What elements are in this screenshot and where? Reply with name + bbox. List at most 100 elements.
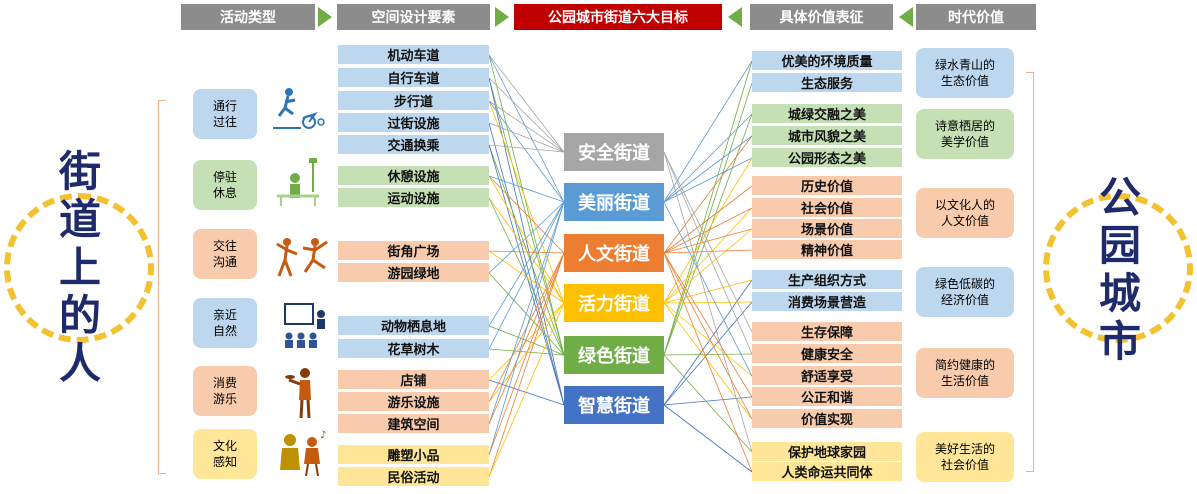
connection-line [663,302,753,377]
activity-block: 停驻休息 [193,160,257,210]
connection-line [488,325,565,356]
goal-block: 安全街道 [564,133,664,171]
connection-line [488,77,565,356]
design-element: 花草树木 [338,339,489,358]
music-couple-icon: ♪ [276,428,330,478]
connection-line [663,396,753,406]
era-value-block: 以文化人的人文价值 [916,188,1014,238]
value-item: 舒适享受 [752,366,902,385]
activity-line: 消费 [212,376,237,390]
era-value-line: 生活价值 [940,374,989,388]
era-value-line: 生态价值 [940,74,989,88]
connection-line [488,302,565,403]
connection-line [488,175,565,203]
connection-line [663,151,753,333]
value-item: 保护地球家园 [752,442,902,461]
header-value-expression: 具体价值表征 [750,4,893,30]
connection-line [488,201,565,456]
header-space-design: 空间设计要素 [337,4,490,30]
goal-block: 人文街道 [564,234,664,272]
design-element: 街角广场 [338,241,489,260]
era-value-line: 经济价值 [940,293,989,307]
svg-text:♪: ♪ [320,430,326,441]
connection-line [488,77,565,153]
left-title-char: 道 [58,195,101,244]
connection-line [488,250,565,304]
design-element: 民俗活动 [338,467,489,486]
activity-line: 过往 [212,115,237,129]
design-element: 动物栖息地 [338,316,489,335]
connection-line [488,100,565,203]
era-value-line: 简约健康的 [934,358,995,372]
era-value-block: 简约健康的生活价值 [916,348,1014,398]
era-value-block: 诗意栖居的美学价值 [916,109,1014,159]
arrow-right-icon [495,7,509,27]
design-element: 交通换乘 [338,135,489,154]
value-item: 历史价值 [752,176,902,195]
connection-line [663,228,753,304]
arrow-left-icon [899,7,913,27]
right-title: 公 园 城 市 [1090,174,1150,366]
value-item: 精神价值 [752,240,902,259]
era-value-line: 社会价值 [940,458,989,472]
cyclist-icon [271,86,325,132]
connection-line [488,201,565,327]
activity-block: 通行过往 [193,89,257,139]
connection-line [663,185,753,254]
era-value-line: 诗意栖居的 [934,119,995,133]
right-title-char: 园 [1098,221,1141,270]
audience-board-icon [281,300,331,350]
connection-line [663,302,753,420]
value-item: 公园形态之美 [752,148,902,167]
connection-line [488,252,565,456]
era-value-line: 以文化人的 [934,198,995,212]
activity-line: 游乐 [212,392,237,406]
connection-line [488,302,565,381]
connection-line [488,250,565,254]
connection-line [663,252,753,398]
design-element: 店铺 [338,370,489,389]
left-title-char: 街 [58,147,101,196]
activity-block: 交往沟通 [193,229,257,279]
connection-line [488,201,565,274]
goal-block: 活力街道 [564,284,664,322]
connection-line [663,353,753,356]
connection-line [663,279,753,304]
activity-line: 通行 [212,99,237,113]
connection-line [663,157,753,203]
waiter-icon [285,366,321,420]
era-value-block: 美好生活的社会价值 [916,432,1014,482]
connection-line [663,252,753,420]
activity-block: 消费游乐 [193,366,257,416]
connection-line [663,404,753,473]
connection-line [488,100,565,304]
activity-line: 自然 [212,324,237,338]
design-element: 休憩设施 [338,166,489,185]
right-title-char: 市 [1098,317,1141,366]
design-element: 雕塑小品 [338,445,489,464]
left-title-char: 人 [58,339,101,388]
goal-block: 智慧街道 [564,386,664,424]
connection-line [488,100,565,153]
activity-line: 文化 [212,439,237,453]
connection-line [488,252,565,478]
activity-line: 交往 [212,239,237,253]
era-value-line: 绿色低碳的 [934,277,995,291]
left-title-char: 的 [58,291,101,340]
value-item: 消费场景营造 [752,292,902,311]
right-dashed-ring [1043,193,1193,343]
connection-line [488,379,565,406]
connection-line [488,197,565,356]
value-item: 社会价值 [752,198,902,217]
activity-line: 沟通 [212,255,237,269]
connection-line [663,228,753,254]
connection-line [663,113,753,356]
design-element: 过街设施 [338,113,489,132]
connection-line [663,207,753,254]
right-bracket [1026,72,1034,472]
connection-line [488,122,565,153]
value-item: 城绿交融之美 [752,104,902,123]
connection-line [488,252,565,425]
dancing-people-icon [273,236,331,280]
